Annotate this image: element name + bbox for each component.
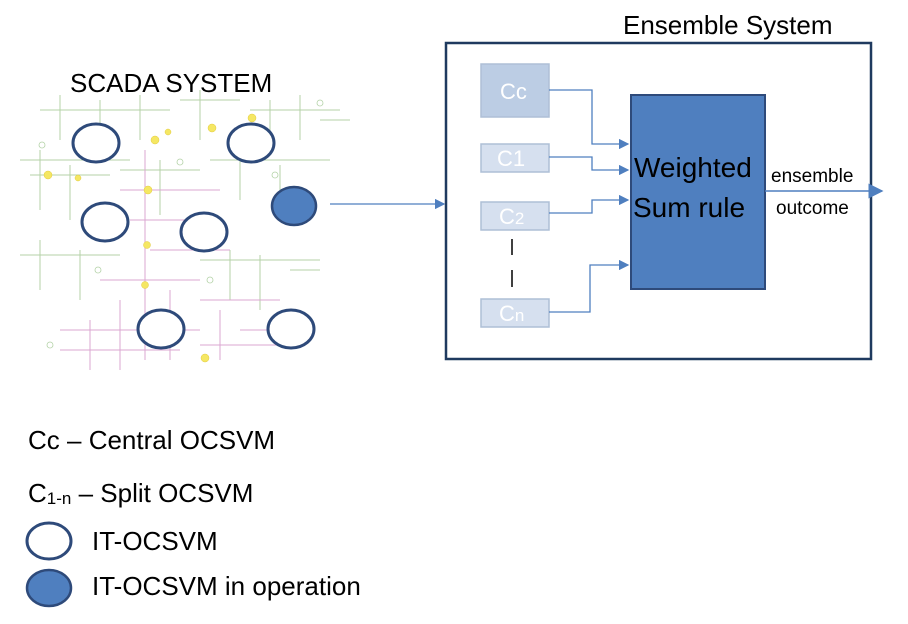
c1-connector [549,156,630,176]
it-ocsvm-node [226,122,276,164]
classifier-cn-box: Cn [480,298,550,328]
it-ocsvm-nodes [71,122,318,350]
legend-it-ocsvm-operation-label: IT-OCSVM in operation [92,571,361,601]
classifier-c1-box: C1 [480,143,550,173]
legend-central-text: – Central OCSVM [59,425,276,455]
legend-central-ocsvm: Cc – Central OCSVM [28,425,275,456]
legend-it-ocsvm-icon [25,521,73,561]
ensemble-system-frame [444,41,873,361]
classifier-cc-label: Cc [500,79,527,104]
classifier-c2-label: C2 [499,204,524,229]
classifier-cc-box: Cc [480,63,550,118]
it-ocsvm-node [80,201,130,243]
c2-connector [549,194,630,214]
combiner-label-line2: Sum rule [633,192,745,223]
it-ocsvm-node [136,308,186,350]
it-ocsvm-node [179,211,229,253]
classifier-c2-box: C2 [480,201,550,231]
weighted-sum-combiner [630,94,766,290]
legend-split-ocsvm: C1-n – Split OCSVM [28,478,253,509]
legend-it-ocsvm-operation-icon [25,568,73,608]
combiner-label-line1: Weighted [634,152,752,183]
legend-it-ocsvm-label: IT-OCSVM [92,526,218,556]
it-ocsvm-node [266,308,316,350]
it-ocsvm-node [71,122,121,164]
it-ocsvm-active-node [270,185,318,227]
ensemble-title: Ensemble System [623,10,833,40]
cc-connector [549,89,630,150]
legend-split-text: – Split OCSVM [71,478,254,508]
legend-central-prefix: Cc [28,425,60,455]
output-label-line2: outcome [776,198,849,219]
cn-connector [549,259,630,313]
classifier-connectors [549,89,630,313]
classifier-cn-label: Cn [499,301,524,326]
legend-split-main: C [28,478,47,508]
scada-title: SCADA SYSTEM [70,68,273,98]
legend-split-sub: 1-n [46,489,72,508]
output-label-line1: ensemble [771,166,853,187]
classifier-c1-label: C1 [497,146,525,171]
